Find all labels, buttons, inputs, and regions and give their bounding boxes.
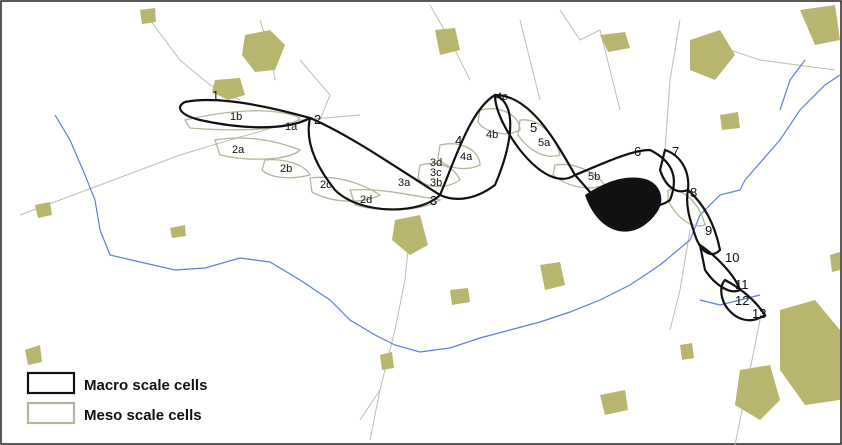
road [229, 114, 361, 141]
meso-cell [261, 159, 311, 179]
macro-cell [493, 93, 577, 180]
legend-label-macro: Macro scale cells [84, 377, 207, 394]
cell-label-5: 5 [530, 120, 537, 135]
urban-area [690, 30, 735, 80]
cell-label-2a: 2a [232, 144, 245, 156]
cell-label-2: 2 [314, 112, 321, 127]
urban-area [680, 343, 694, 360]
cell-label-1: 1 [212, 88, 219, 103]
cell-label-2d: 2d [360, 194, 372, 206]
urban-area [35, 202, 52, 218]
cell-label-7: 7 [672, 144, 679, 159]
urban-area [540, 262, 565, 290]
urban-area [140, 8, 156, 24]
macro-cell [438, 93, 512, 200]
cell-label-5a: 5a [538, 137, 551, 149]
cell-label-8: 8 [690, 185, 697, 200]
urban-area [600, 390, 628, 415]
cell-label-1a: 1a [285, 121, 298, 133]
cell-label-2c: 2c [320, 179, 332, 191]
cell-label-1b: 1b [230, 111, 242, 123]
cell-label-11: 11 [735, 277, 749, 292]
cell-label-4c: 4c [496, 91, 508, 103]
macro-cell [686, 187, 722, 256]
road [369, 229, 411, 441]
river [779, 59, 806, 111]
legend-swatch-macro [26, 371, 76, 395]
river [744, 74, 841, 181]
cell-label-3b: 3b [430, 177, 442, 189]
urban-area [435, 28, 460, 55]
meso-cell [214, 137, 302, 160]
legend-label-meso: Meso scale cells [84, 407, 202, 424]
urban-area [780, 300, 840, 405]
urban-area [720, 112, 740, 130]
macro-cell [178, 98, 313, 129]
urban-area [212, 78, 245, 100]
meso-cell [417, 162, 461, 188]
cell-label-12: 12 [735, 293, 749, 308]
road [299, 59, 331, 121]
cell-label-3a: 3a [398, 177, 411, 189]
macro-cell [720, 278, 767, 322]
meso-cell [667, 189, 706, 227]
urban-area [170, 225, 186, 238]
meso-cell [183, 110, 302, 131]
cell-label-3: 3 [430, 193, 437, 208]
cell-label-3c: 3c [430, 167, 442, 179]
cell-label-6: 6 [634, 144, 641, 159]
meso-cell [517, 119, 561, 157]
urban-area [600, 32, 630, 52]
cell-label-5b: 5b [588, 171, 600, 183]
macro-cell-filled [585, 177, 662, 232]
meso-cell [437, 143, 481, 170]
urban-area [25, 345, 42, 365]
cell-label-13: 13 [752, 306, 766, 321]
road [519, 19, 541, 101]
river [54, 114, 746, 353]
cell-label-2b: 2b [280, 163, 292, 175]
urban-area [380, 352, 394, 370]
road [359, 389, 381, 421]
urban-area [450, 288, 470, 305]
cell-labels: 1 1a 1b 2 2a 2b 2c 2d 3 3a 3b 3c 3d 4 4a… [212, 88, 766, 321]
urban-areas [25, 5, 840, 420]
road [19, 139, 231, 216]
urban-area [242, 30, 285, 72]
meso-cell [309, 176, 382, 202]
urban-area [735, 365, 780, 420]
road [664, 19, 681, 151]
urban-area [392, 215, 428, 255]
cell-label-4: 4 [455, 133, 462, 148]
road [559, 9, 601, 41]
macro-cell [307, 116, 442, 211]
cell-label-4b: 4b [486, 129, 498, 141]
legend: Macro scale cells Meso scale cells [26, 371, 207, 425]
urban-area [830, 252, 840, 272]
road [669, 229, 691, 331]
cell-label-4a: 4a [460, 151, 473, 163]
legend-swatch-meso [26, 401, 76, 425]
urban-area [800, 5, 840, 45]
road [599, 29, 621, 111]
cell-label-3d: 3d [430, 157, 442, 169]
cell-label-10: 10 [725, 250, 739, 265]
cell-label-9: 9 [705, 223, 712, 238]
